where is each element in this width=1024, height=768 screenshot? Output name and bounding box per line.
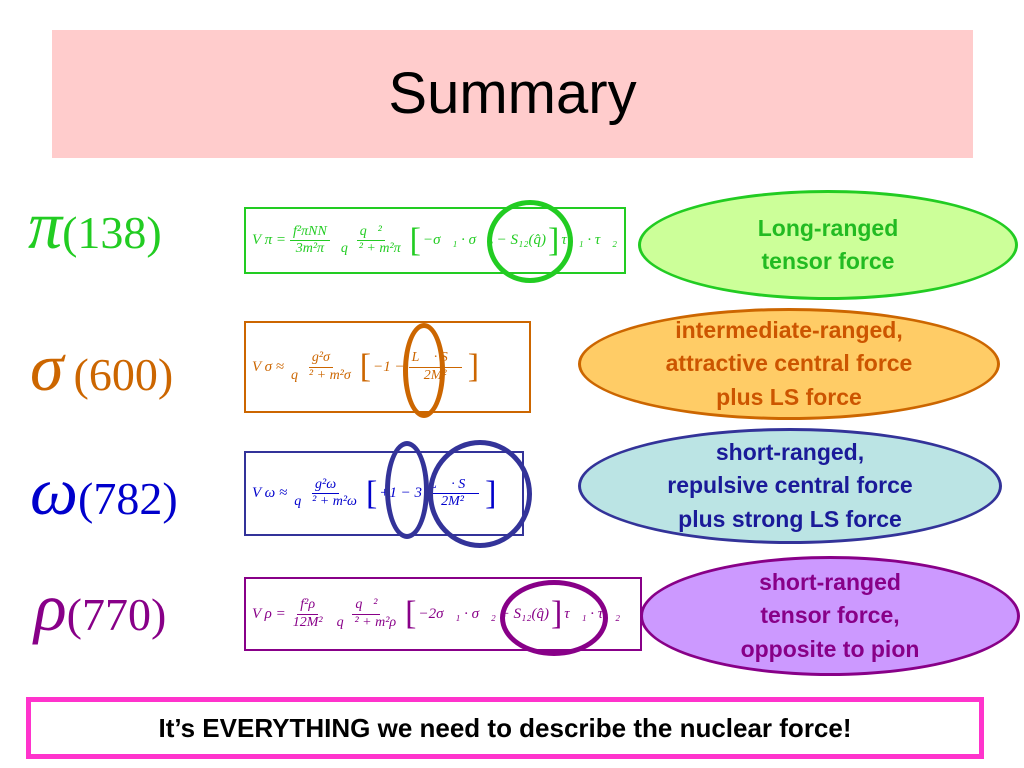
meson-rho-label: ρ(770) bbox=[34, 568, 166, 647]
sigma-mass: (600) bbox=[73, 349, 174, 400]
pi-bracket-open: [ bbox=[409, 221, 421, 259]
meson-omega-label: ω(782) bbox=[30, 452, 178, 531]
rho-symbol: ρ bbox=[34, 569, 67, 645]
sigma-eq-term: −1 − bbox=[373, 358, 405, 375]
meson-pi-label: π(138) bbox=[28, 186, 162, 265]
omega-symbol: ω bbox=[30, 453, 79, 529]
slide-title: Summary bbox=[388, 61, 637, 126]
rho-bracket-open: [ bbox=[405, 595, 417, 632]
pi-eq-tau: τ⃗₁ · τ⃗₂ bbox=[561, 232, 618, 248]
omega-bracket-open: [ bbox=[365, 474, 378, 512]
sigma-description-bubble: intermediate-ranged,attractive central f… bbox=[578, 308, 1000, 420]
omega-ls-highlight-ring bbox=[428, 440, 532, 548]
omega-eq-lhs: V ω ≈ bbox=[252, 485, 288, 501]
sigma-bracket-open: [ bbox=[359, 348, 372, 385]
pi-tensor-highlight-ring bbox=[487, 200, 573, 283]
rho-mass: (770) bbox=[66, 589, 167, 640]
rho-eq-lhs: V ρ = bbox=[252, 605, 286, 622]
sigma-bracket-close: ] bbox=[467, 348, 480, 385]
sigma-central-highlight-ring bbox=[403, 323, 445, 418]
rho-tensor-highlight-ring bbox=[500, 580, 608, 656]
title-banner: Summary bbox=[52, 30, 973, 158]
pi-mass: (138) bbox=[62, 207, 162, 258]
omega-central-highlight-ring bbox=[385, 441, 429, 539]
pi-eq-lhs: V π = bbox=[252, 232, 287, 248]
meson-sigma-label: σ(600) bbox=[30, 328, 173, 407]
sigma-symbol: σ bbox=[30, 329, 64, 405]
conclusion-banner: It’s EVERYTHING we need to describe the … bbox=[26, 697, 984, 759]
omega-mass: (782) bbox=[78, 473, 178, 524]
sigma-eq-lhs: V σ ≈ bbox=[252, 358, 285, 375]
conclusion-text: It’s EVERYTHING we need to describe the … bbox=[158, 712, 852, 743]
pi-symbol: π bbox=[28, 187, 63, 263]
